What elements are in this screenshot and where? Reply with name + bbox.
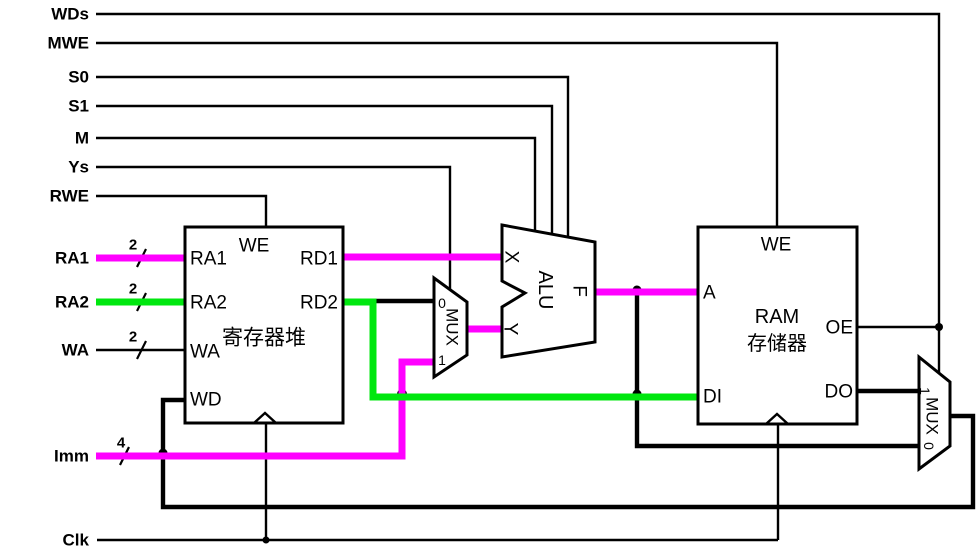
label-ra2: RA2 bbox=[55, 293, 89, 312]
junction-oe-wds bbox=[935, 323, 943, 331]
mux-left-title: MUX bbox=[443, 308, 462, 346]
wire-m bbox=[96, 136, 537, 232]
buswidth-ra2: 2 bbox=[129, 281, 137, 298]
regfile-block bbox=[183, 225, 345, 425]
ram-a-port: A bbox=[703, 283, 716, 304]
wire-wds bbox=[96, 12, 941, 374]
bus-rd2-to-di bbox=[343, 298, 698, 401]
clock-wedge-regfile bbox=[253, 411, 277, 424]
wire-s1 bbox=[96, 104, 554, 235]
label-wds: WDs bbox=[51, 5, 89, 24]
bus-imm bbox=[96, 358, 434, 460]
mux-right-block bbox=[917, 353, 952, 472]
wire-muxout-to-wd bbox=[160, 397, 976, 510]
junction-clk-regfile bbox=[262, 536, 270, 544]
buswidth-imm: 4 bbox=[117, 435, 126, 452]
label-mwe: MWE bbox=[47, 34, 89, 53]
wire-mwe bbox=[96, 41, 779, 227]
mux-right-in0: 0 bbox=[921, 442, 937, 450]
label-imm: Imm bbox=[54, 447, 89, 466]
buswidth-wa: 2 bbox=[129, 329, 137, 346]
label-s0: S0 bbox=[68, 68, 89, 87]
clock-wedge-ram bbox=[765, 412, 789, 425]
wire-ys bbox=[96, 165, 452, 292]
buswidth-ra1: 2 bbox=[129, 237, 137, 254]
alu-block bbox=[500, 223, 597, 359]
label-ys: Ys bbox=[68, 158, 89, 177]
ram-block bbox=[696, 225, 859, 426]
label-wa: WA bbox=[62, 341, 89, 360]
mux-left-block bbox=[432, 275, 469, 380]
label-ra1: RA1 bbox=[55, 249, 89, 268]
mux-left-in0: 0 bbox=[438, 295, 446, 311]
regfile-title: 寄存器堆 bbox=[222, 327, 306, 350]
label-s1: S1 bbox=[68, 97, 89, 116]
mux-right-in1: 1 bbox=[917, 387, 933, 395]
wire-s0 bbox=[96, 75, 570, 238]
ram-di-port: DI bbox=[703, 387, 722, 408]
ram-oe-port: OE bbox=[826, 318, 853, 339]
alu-x-port: X bbox=[501, 251, 522, 264]
ram-title: RAM bbox=[755, 306, 799, 328]
bus-slash-wa bbox=[136, 340, 147, 360]
ram-subtitle: 存储器 bbox=[747, 332, 807, 355]
ram-do-port: DO bbox=[825, 382, 854, 403]
mux-right-title: MUX bbox=[923, 397, 942, 435]
label-m: M bbox=[75, 129, 89, 148]
regfile-rd2-port: RD2 bbox=[300, 293, 338, 314]
mux-left-in1: 1 bbox=[438, 352, 446, 368]
regfile-ra2-port: RA2 bbox=[190, 293, 227, 314]
alu-y-port: Y bbox=[500, 323, 521, 336]
ram-we-label: WE bbox=[761, 235, 792, 256]
alu-title: ALU bbox=[534, 271, 556, 310]
wire-rwe bbox=[96, 194, 268, 227]
regfile-ra1-port: RA1 bbox=[190, 249, 227, 270]
label-clk: Clk bbox=[63, 531, 90, 550]
regfile-wd-port: WD bbox=[190, 390, 222, 411]
alu-f-port: F bbox=[569, 285, 590, 297]
regfile-we-label: WE bbox=[239, 236, 270, 257]
regfile-rd1-port: RD1 bbox=[300, 249, 338, 270]
wire-f-feedback bbox=[634, 292, 919, 449]
regfile-wa-port: WA bbox=[190, 342, 220, 363]
label-rwe: RWE bbox=[50, 187, 89, 206]
